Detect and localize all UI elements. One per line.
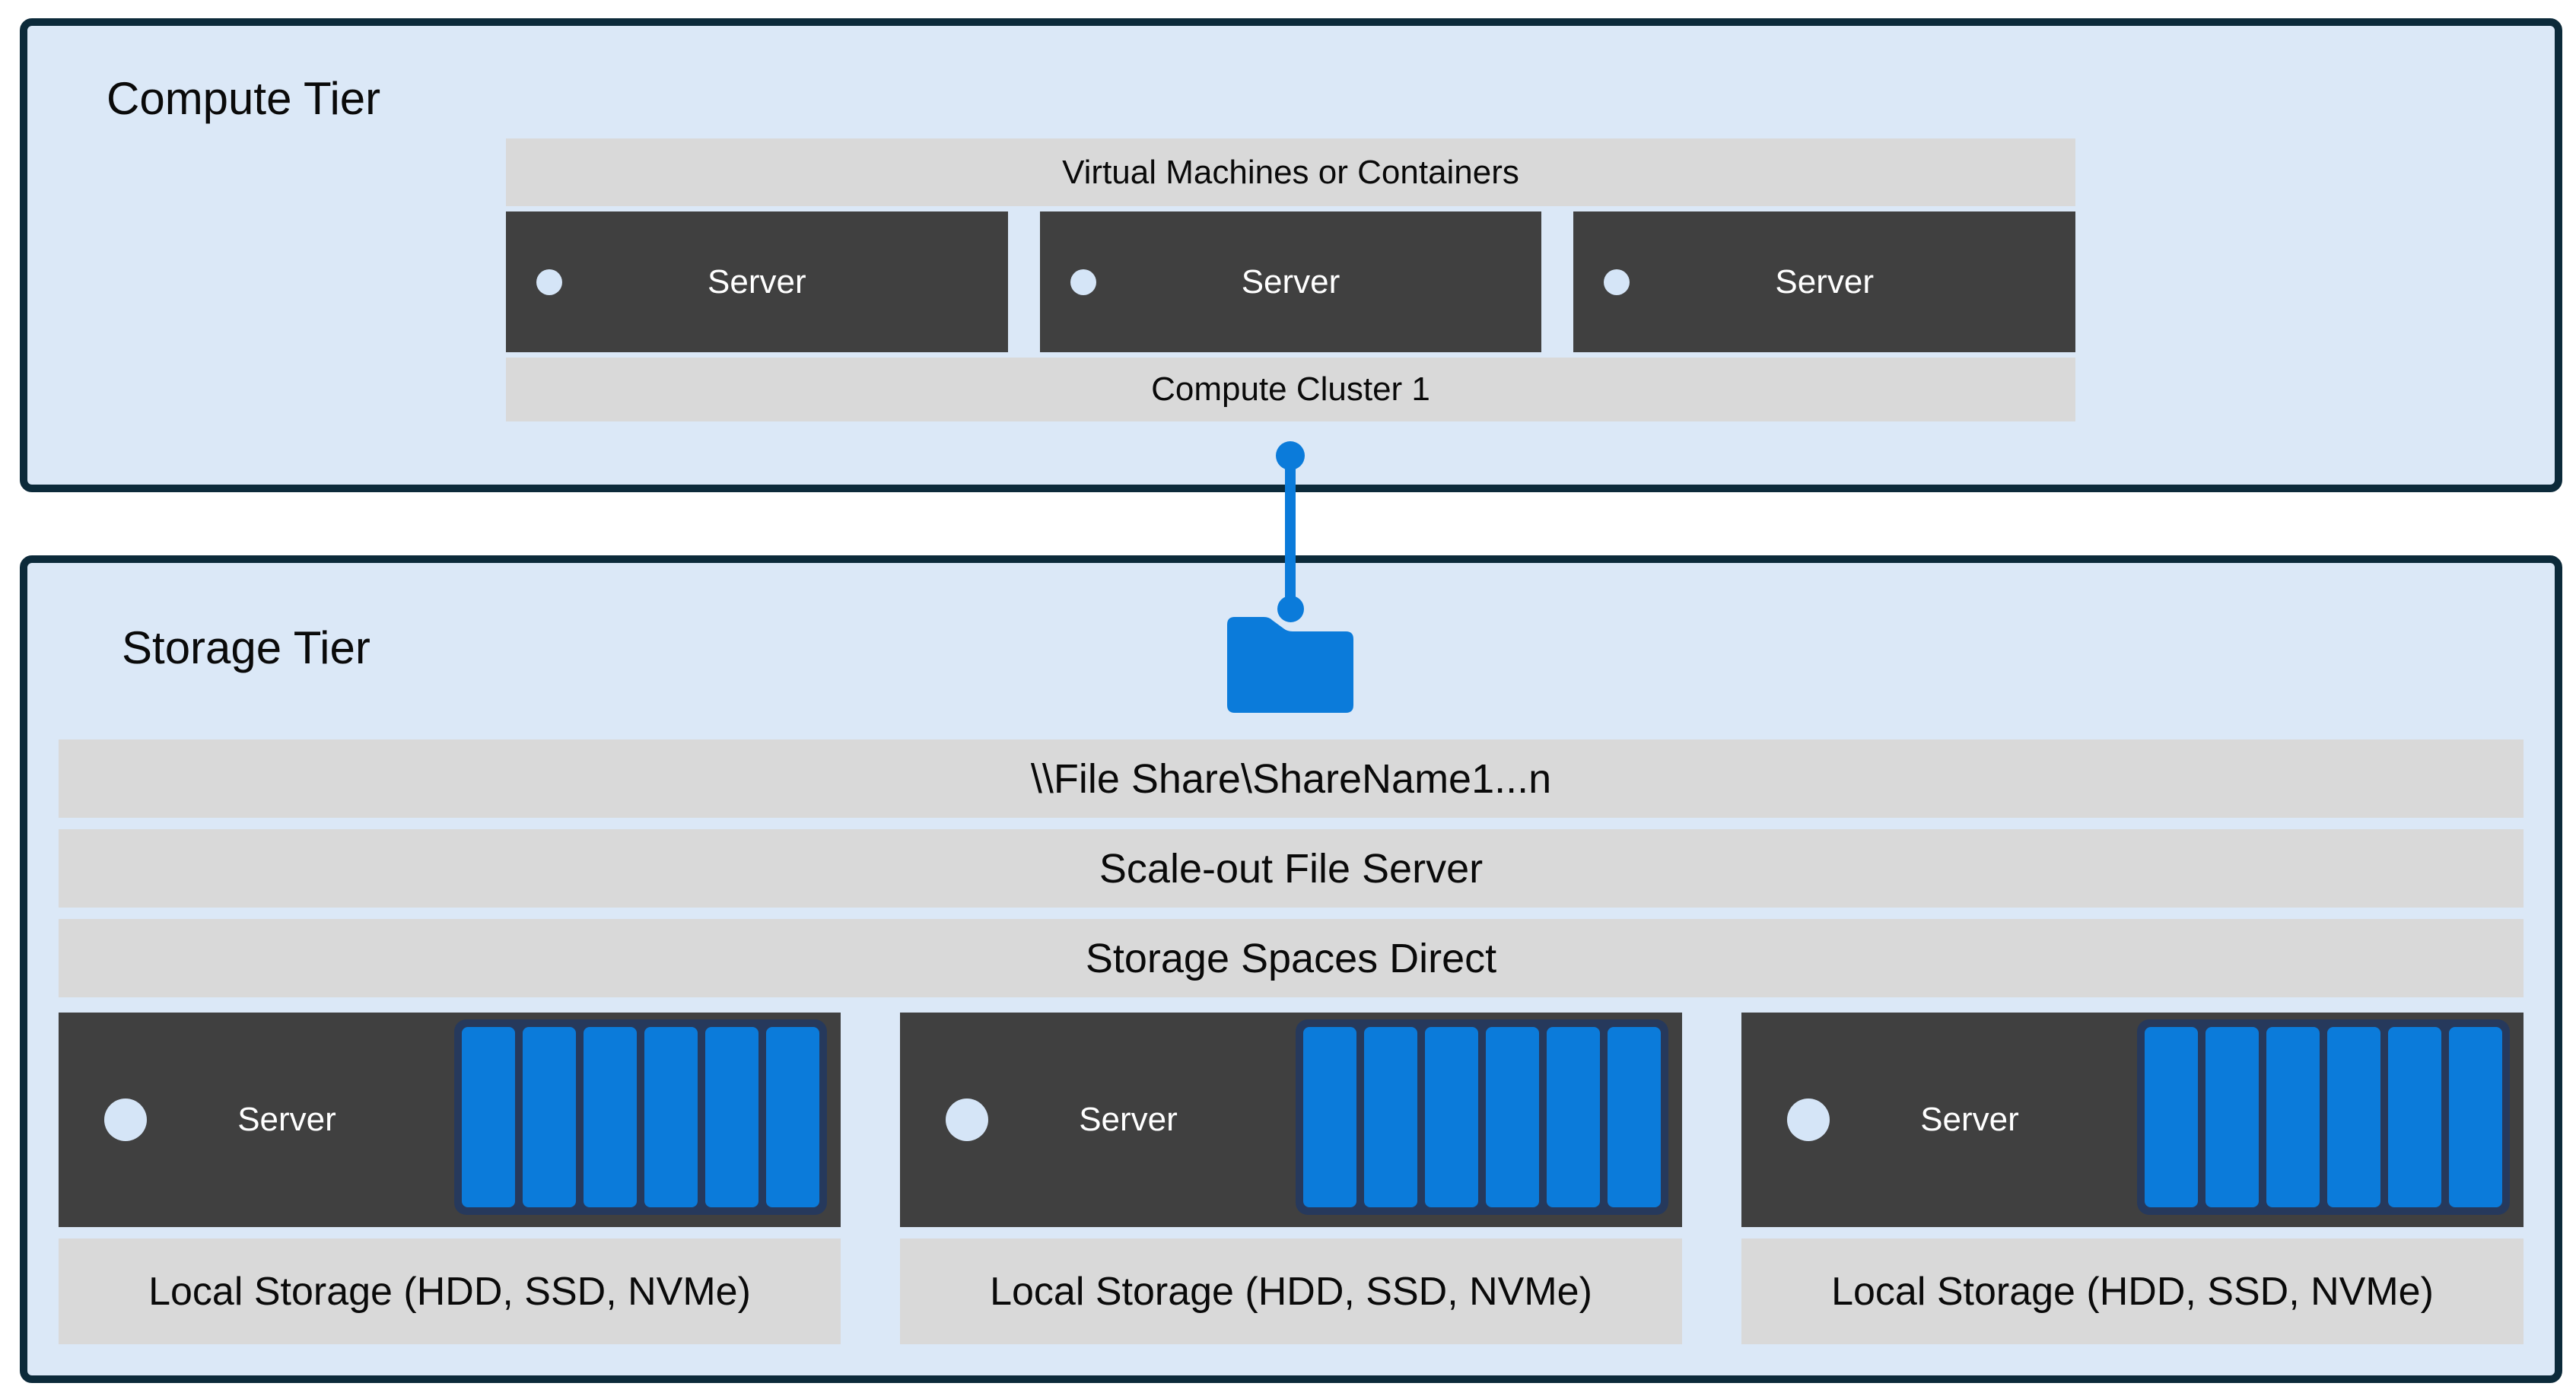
server-label: Server xyxy=(1079,1101,1178,1138)
disk-group xyxy=(454,1019,827,1215)
server-label: Server xyxy=(1241,262,1340,300)
tier-connector-line xyxy=(1285,455,1296,611)
folder-icon xyxy=(1227,617,1353,713)
compute-server-2: Server xyxy=(1039,211,1542,352)
compute-tier-title: Compute Tier xyxy=(107,73,381,124)
scale-out-file-server-bar: Scale-out File Server xyxy=(59,829,2524,908)
disk-group xyxy=(1296,1019,1668,1215)
server-status-dot-icon xyxy=(946,1099,988,1141)
disk-icon xyxy=(705,1027,758,1207)
server-status-dot-icon xyxy=(1070,269,1096,295)
compute-server-1: Server xyxy=(506,211,1008,352)
disk-icon xyxy=(523,1027,576,1207)
disk-icon xyxy=(2206,1027,2259,1207)
local-storage-bar-2: Local Storage (HDD, SSD, NVMe) xyxy=(900,1238,1682,1344)
connector-endpoint-dot-bottom xyxy=(1277,596,1304,622)
storage-server-1: Server xyxy=(59,1013,841,1227)
storage-tier-title: Storage Tier xyxy=(122,622,370,673)
disk-icon xyxy=(1364,1027,1417,1207)
disk-icon xyxy=(644,1027,698,1207)
server-status-dot-icon xyxy=(1604,269,1630,295)
disk-icon xyxy=(1303,1027,1356,1207)
server-label: Server xyxy=(1920,1101,2019,1138)
server-label: Server xyxy=(708,262,806,300)
disk-icon xyxy=(1486,1027,1539,1207)
local-storage-label: Local Storage (HDD, SSD, NVMe) xyxy=(990,1269,1592,1314)
storage-spaces-direct-bar: Storage Spaces Direct xyxy=(59,919,2524,997)
storage-spaces-direct-bar-label: Storage Spaces Direct xyxy=(1085,935,1497,981)
local-storage-row: Local Storage (HDD, SSD, NVMe) Local Sto… xyxy=(59,1238,2524,1344)
compute-server-row: Server Server Server xyxy=(506,211,2076,352)
disk-icon xyxy=(2266,1027,2320,1207)
disk-icon xyxy=(2449,1027,2502,1207)
file-share-bar-label: \\File Share\ShareName1...n xyxy=(1030,755,1552,802)
compute-cluster-bar-label: Compute Cluster 1 xyxy=(1151,370,1430,408)
compute-cluster-bar: Compute Cluster 1 xyxy=(506,358,2075,421)
local-storage-label: Local Storage (HDD, SSD, NVMe) xyxy=(148,1269,751,1314)
server-status-dot-icon xyxy=(104,1099,147,1141)
virtual-machines-bar-label: Virtual Machines or Containers xyxy=(1062,153,1519,191)
disk-group xyxy=(2137,1019,2510,1215)
disk-icon xyxy=(2327,1027,2380,1207)
server-status-dot-icon xyxy=(1787,1099,1830,1141)
storage-server-2: Server xyxy=(900,1013,1682,1227)
file-share-bar: \\File Share\ShareName1...n xyxy=(59,739,2524,818)
disk-icon xyxy=(584,1027,637,1207)
server-label: Server xyxy=(1775,262,1874,300)
scale-out-file-server-bar-label: Scale-out File Server xyxy=(1099,845,1484,892)
virtual-machines-bar: Virtual Machines or Containers xyxy=(506,138,2075,206)
local-storage-bar-3: Local Storage (HDD, SSD, NVMe) xyxy=(1741,1238,2524,1344)
disk-icon xyxy=(2388,1027,2441,1207)
connector-endpoint-dot-top xyxy=(1276,441,1305,470)
disk-icon xyxy=(1547,1027,1600,1207)
server-status-dot-icon xyxy=(536,269,562,295)
disk-icon xyxy=(1425,1027,1478,1207)
storage-server-row: Server Server Server xyxy=(59,1013,2524,1227)
local-storage-bar-1: Local Storage (HDD, SSD, NVMe) xyxy=(59,1238,841,1344)
storage-server-3: Server xyxy=(1741,1013,2524,1227)
disk-icon xyxy=(2145,1027,2198,1207)
disk-icon xyxy=(462,1027,515,1207)
disk-icon xyxy=(766,1027,819,1207)
server-label: Server xyxy=(237,1101,336,1138)
compute-server-3: Server xyxy=(1573,211,2076,352)
local-storage-label: Local Storage (HDD, SSD, NVMe) xyxy=(1831,1269,2434,1314)
disk-icon xyxy=(1608,1027,1661,1207)
